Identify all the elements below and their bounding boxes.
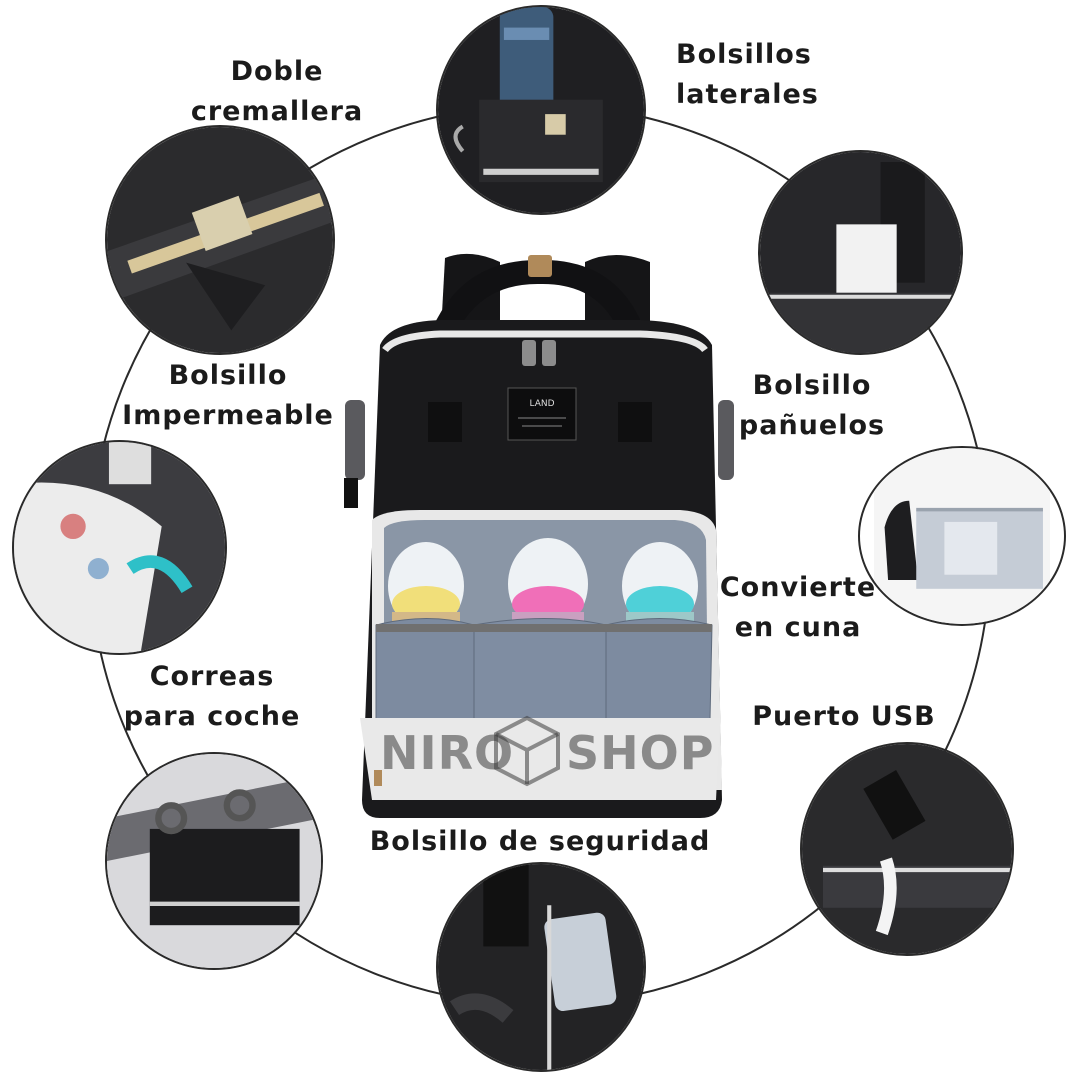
label-bolsillo-impermeable: Bolsillo Impermeable [122, 356, 334, 436]
label-line: Doble [230, 56, 324, 87]
waterproof-pocket-photo [14, 442, 225, 653]
converts-crib-photo [874, 448, 1050, 624]
label-line: laterales [676, 79, 819, 110]
label-line: Bolsillo [168, 360, 288, 391]
label-line: Impermeable [122, 400, 334, 431]
detail-side-pockets [436, 5, 646, 215]
detail-tissue-pocket [758, 150, 963, 355]
tissue-pocket-photo [760, 152, 961, 353]
label-doble-cremallera: Doble cremallera [191, 52, 363, 132]
label-bolsillo-seguridad: Bolsillo de seguridad [370, 822, 711, 862]
bottle-pink [508, 538, 588, 630]
stroller-straps-photo [107, 754, 321, 968]
label-line: Bolsillos [676, 39, 812, 70]
detail-stroller-straps [105, 752, 323, 970]
label-bolsillo-panuelos: Bolsillo pañuelos [739, 366, 885, 446]
bottle-yellow [388, 542, 464, 630]
double-zipper-photo [107, 127, 333, 353]
label-line: Bolsillo de seguridad [369, 826, 711, 857]
detail-double-zipper [105, 125, 335, 355]
label-line: Correas [149, 661, 275, 692]
label-line: para coche [123, 701, 301, 732]
label-line: Bolsillo [752, 370, 872, 401]
label-line: en cuna [734, 612, 862, 643]
detail-converts-crib [858, 446, 1066, 626]
label-line: Puerto USB [752, 701, 936, 732]
detail-security-pocket [436, 862, 646, 1072]
label-line: cremallera [190, 96, 364, 127]
shop-watermark: NIRO SHOP [380, 712, 720, 792]
detail-usb-port [800, 742, 1014, 956]
watermark-right: SHOP [566, 726, 715, 780]
box-logo-icon [494, 715, 560, 787]
label-line: Convierte [719, 572, 877, 603]
label-line: pañuelos [738, 410, 886, 441]
detail-waterproof-pocket [12, 440, 227, 655]
usb-port-photo [802, 744, 1012, 954]
side-pockets-photo [438, 7, 644, 213]
label-puerto-usb: Puerto USB [752, 697, 935, 737]
brand-patch-text: LAND [529, 399, 554, 409]
bottle-cyan [622, 542, 698, 630]
security-pocket-photo [438, 864, 644, 1070]
label-bolsillos-laterales: Bolsillos laterales [676, 35, 819, 115]
watermark-left: NIRO [380, 726, 515, 780]
label-correas-coche: Correas para coche [124, 657, 301, 737]
label-convierte-cuna: Convierte en cuna [720, 568, 876, 648]
